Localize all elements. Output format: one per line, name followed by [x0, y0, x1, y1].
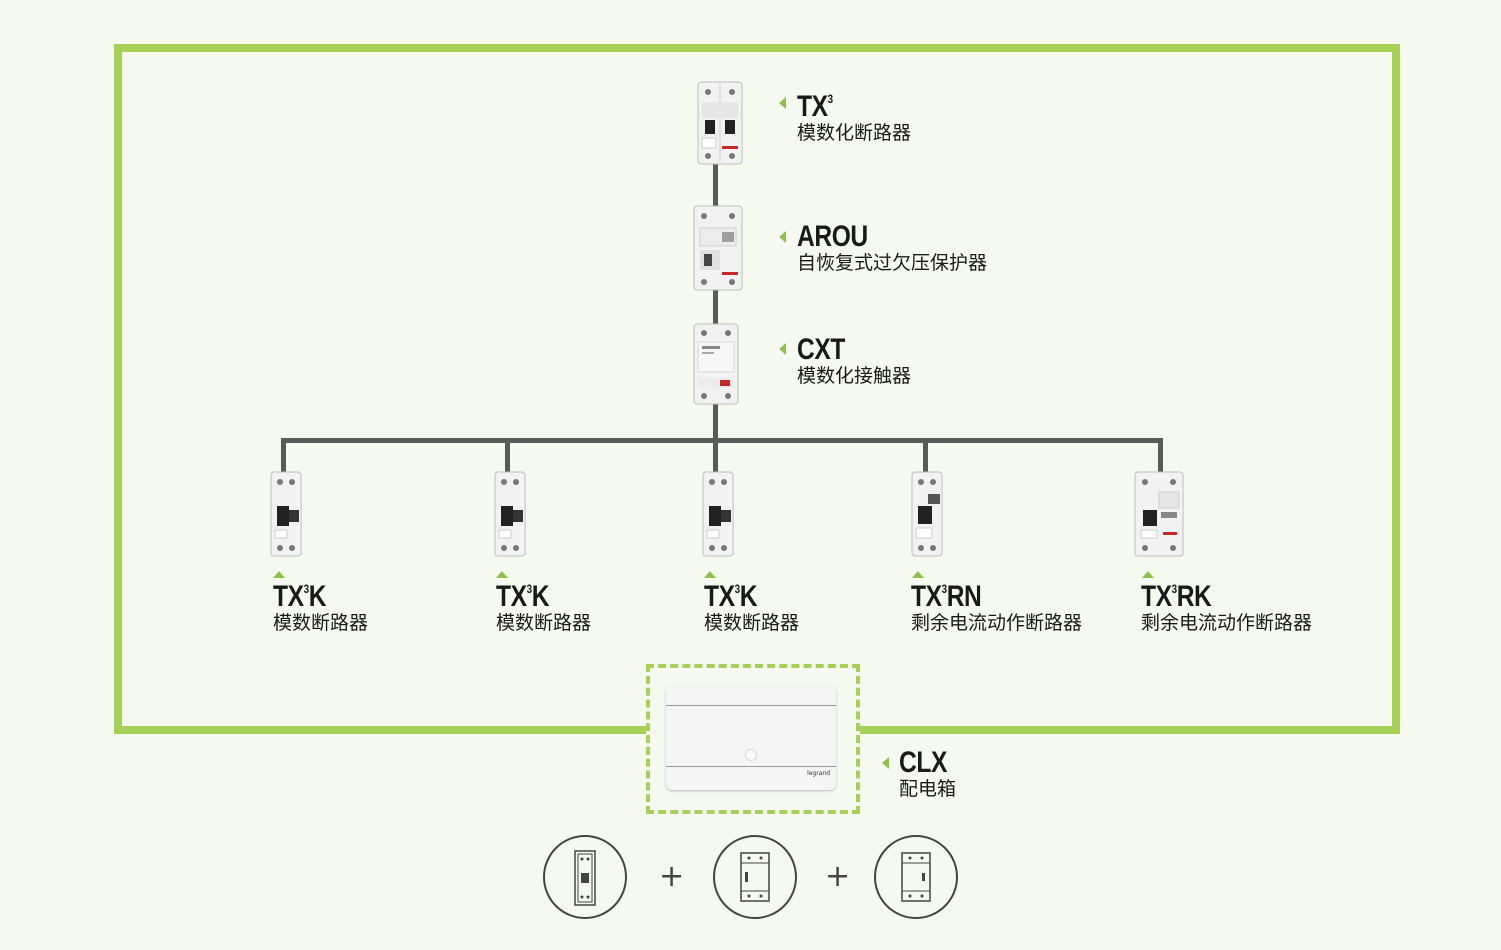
- label-tx3k-1: TX3K 模数断路器: [273, 582, 368, 633]
- pointer-arrow: [704, 571, 716, 578]
- device-name: 模数断路器: [273, 612, 369, 634]
- pointer-arrow: [779, 231, 786, 243]
- rcbo-wide-icon: [1134, 471, 1184, 557]
- label-clx: CLX 配电箱: [899, 748, 958, 799]
- label-tx3rk: TX3RK 剩余电流动作断路器: [1141, 582, 1312, 633]
- device-name: 模数化接触器: [797, 365, 912, 387]
- pointer-arrow: [496, 571, 508, 578]
- panel-latch-icon: [746, 750, 756, 760]
- device-code: CLX: [899, 746, 947, 779]
- panel-line-top: [666, 705, 836, 706]
- pointer-arrow: [779, 97, 786, 109]
- double-pole-breaker-icon: [697, 81, 743, 165]
- device-name: 自恢复式过欠压保护器: [797, 252, 988, 274]
- voltage-protector-icon: [693, 205, 743, 291]
- protector-module-icon: [713, 835, 797, 919]
- device-code: TX3RN: [911, 580, 982, 613]
- label-cxt: CXT 模数化接触器: [797, 335, 911, 386]
- branch-drop: [713, 438, 718, 478]
- pointer-arrow: [779, 343, 786, 355]
- pointer-arrow: [273, 571, 285, 578]
- label-tx3rn: TX3RN 剩余电流动作断路器: [911, 582, 1082, 633]
- device-name: 模数断路器: [704, 612, 800, 634]
- branch-drop: [281, 438, 286, 478]
- plus-sign: +: [825, 859, 851, 894]
- rcbo-icon: [911, 471, 943, 557]
- distribution-box-panel: legrand: [666, 686, 836, 790]
- device-code: AROU: [797, 220, 868, 253]
- label-tx3: TX3 模数化断路器: [797, 92, 911, 143]
- device-code: TX3K: [273, 580, 327, 613]
- brand-logo: legrand: [807, 770, 830, 777]
- contactor-icon: [693, 323, 739, 405]
- label-arou: AROU 自恢复式过欠压保护器: [797, 222, 987, 273]
- branch-drop: [1158, 438, 1163, 478]
- pointer-arrow: [912, 571, 924, 578]
- label-tx3k-2: TX3K 模数断路器: [496, 582, 591, 633]
- contactor-module-icon: [874, 835, 958, 919]
- device-code: TX3K: [496, 580, 550, 613]
- mcb-icon: [270, 471, 302, 557]
- plus-sign: +: [659, 859, 685, 894]
- device-code: TX3: [797, 90, 833, 123]
- main-wire: [713, 160, 718, 445]
- mcb-icon: [494, 471, 526, 557]
- breaker-module-icon: [543, 835, 627, 919]
- panel-line-bottom: [666, 766, 836, 767]
- device-name: 模数化断路器: [797, 122, 912, 144]
- branch-drop: [923, 438, 928, 478]
- device-code: TX3K: [704, 580, 758, 613]
- bus-wire: [281, 438, 1163, 443]
- label-tx3k-3: TX3K 模数断路器: [704, 582, 799, 633]
- device-code: CXT: [797, 333, 845, 366]
- mcb-icon: [702, 471, 734, 557]
- device-name: 剩余电流动作断路器: [1141, 612, 1313, 634]
- device-code: TX3RK: [1141, 580, 1212, 613]
- device-name: 剩余电流动作断路器: [911, 612, 1083, 634]
- pointer-arrow: [1142, 571, 1154, 578]
- branch-drop: [505, 438, 510, 478]
- device-name: 配电箱: [899, 778, 957, 800]
- device-name: 模数断路器: [496, 612, 592, 634]
- pointer-arrow: [882, 757, 889, 769]
